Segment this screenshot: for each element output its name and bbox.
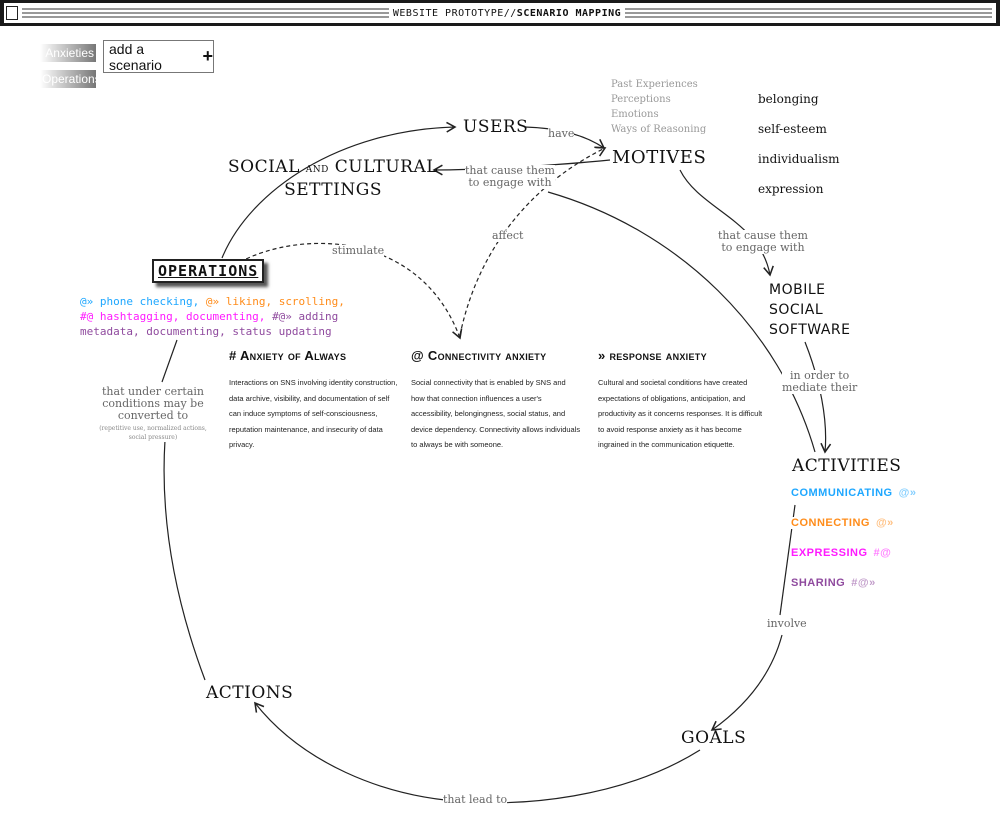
node-users[interactable]: USERS — [463, 117, 529, 137]
anxiety-title: @ Connectivity anxiety — [411, 348, 547, 363]
node-goals[interactable]: GOALS — [681, 728, 747, 748]
node-social-cultural-settings[interactable]: SOCIAL AND CULTURAL SETTINGS — [228, 157, 438, 200]
edge-social-activities — [547, 191, 816, 453]
add-scenario-button[interactable]: add a scenario + — [103, 40, 214, 73]
settings-word: SETTINGS — [284, 180, 382, 200]
anxiety-title: # Anxiety of Always — [229, 348, 347, 363]
mobile-line: SOCIAL — [769, 302, 824, 318]
note-line: social pressure) — [128, 434, 178, 441]
edge-label-affect: affect — [492, 229, 524, 242]
activity-label: CONNECTING — [791, 517, 870, 529]
motives-list: belonging self-esteem individualism expr… — [758, 84, 839, 204]
op-hashtagging: #@ hashtagging, documenting, — [80, 310, 266, 323]
activity-symbol: @» — [875, 517, 894, 529]
factor: Past Experiences — [611, 79, 698, 90]
title-left: WEBSITE PROTOTYPE — [392, 7, 504, 19]
title-bar: WEBSITE PROTOTYPE//SCENARIO MAPPING — [0, 0, 1000, 26]
label-line: converted to — [117, 409, 189, 422]
activity-sharing[interactable]: SHARING #@» — [791, 577, 876, 589]
cultural-word: CULTURAL — [334, 157, 439, 177]
activity-communicating[interactable]: COMMUNICATING @» — [791, 487, 917, 499]
activity-label: COMMUNICATING — [791, 487, 893, 499]
op-phone-checking: @» phone checking, — [80, 295, 200, 308]
node-activities[interactable]: ACTIVITIES — [792, 456, 902, 476]
label-line: conditions may be — [102, 397, 204, 410]
activity-expressing[interactable]: EXPRESSING #@ — [791, 547, 892, 559]
activity-symbol: @» — [898, 487, 917, 499]
anxiety-body: Interactions on SNS involving identity c… — [229, 378, 398, 449]
edge-converted-operations — [161, 339, 178, 383]
window-title: WEBSITE PROTOTYPE//SCENARIO MAPPING — [393, 8, 621, 19]
activity-symbol: #@ — [873, 547, 892, 559]
anxiety-body: Social connectivity that is enabled by S… — [411, 378, 581, 449]
plus-icon: + — [202, 46, 213, 66]
mobile-line: MOBILE — [769, 282, 826, 298]
label-line: to engage with — [468, 176, 552, 189]
mobile-line: SOFTWARE — [769, 322, 851, 338]
motive-factors: Past Experiences Perceptions Emotions Wa… — [611, 77, 706, 137]
edge-label-stimulate: stimulate — [332, 244, 385, 257]
note-line: (repetitive use, normalized actions, — [99, 425, 207, 432]
activity-symbol: #@» — [851, 577, 876, 589]
motive-item: belonging — [758, 92, 819, 106]
edge-involve-goals — [710, 634, 783, 731]
and-word: AND — [305, 165, 329, 175]
motive-item: expression — [758, 182, 824, 196]
edge-mobile-activities — [804, 341, 832, 454]
motive-item: self-esteem — [758, 122, 827, 136]
label-line: to engage with — [721, 241, 805, 254]
label-line: in order to — [789, 369, 850, 382]
title-rule-left — [22, 8, 389, 18]
edge-affect — [459, 146, 607, 336]
edge-actions-converted — [163, 439, 206, 681]
label-line: that cause them — [718, 229, 808, 242]
node-actions[interactable]: ACTIONS — [206, 683, 294, 703]
label-line: mediate their — [782, 381, 858, 394]
op-metadata: metadata, documenting, status updating — [80, 325, 332, 338]
edge-motives-mobile — [679, 169, 774, 277]
motive-item: individualism — [758, 152, 840, 166]
anxiety-body: Cultural and societal conditions have cr… — [598, 378, 763, 449]
node-mobile-social-software[interactable]: MOBILE SOCIAL SOFTWARE — [769, 280, 851, 340]
activity-label: SHARING — [791, 577, 846, 589]
activity-connecting[interactable]: CONNECTING @» — [791, 517, 894, 529]
edge-label-lead-to: that lead to — [443, 793, 508, 806]
title-rule-right — [625, 8, 993, 18]
social-word: SOCIAL — [228, 157, 300, 177]
edge-operations-users — [221, 121, 457, 259]
edge-label-involve: involve — [767, 617, 807, 630]
factor: Ways of Reasoning — [611, 124, 707, 135]
title-separator: // — [503, 7, 517, 19]
add-scenario-label: add a scenario — [109, 40, 162, 73]
edge-goals-actions — [254, 701, 701, 804]
edge-label-have: have — [548, 127, 575, 140]
activity-label: EXPRESSING — [791, 547, 868, 559]
anxiety-title: » response anxiety — [598, 348, 707, 363]
title-right: SCENARIO MAPPING — [516, 7, 622, 19]
label-line: that under certain — [102, 385, 204, 398]
label-line: that cause them — [465, 164, 555, 177]
operations-list: @» phone checking, @» liking, scrolling,… — [80, 294, 345, 339]
op-adding: #@» adding — [272, 310, 339, 323]
node-motives[interactable]: MOTIVES — [612, 147, 707, 168]
window-box-icon[interactable] — [6, 6, 18, 20]
op-liking-scrolling: @» liking, scrolling, — [205, 295, 345, 308]
node-operations[interactable]: OPERATIONS — [152, 259, 265, 283]
tab-anxieties[interactable]: Anxieties — [40, 44, 96, 62]
factor: Emotions — [611, 109, 659, 120]
tab-operations[interactable]: Operations — [40, 70, 101, 88]
factor: Perceptions — [611, 94, 671, 105]
